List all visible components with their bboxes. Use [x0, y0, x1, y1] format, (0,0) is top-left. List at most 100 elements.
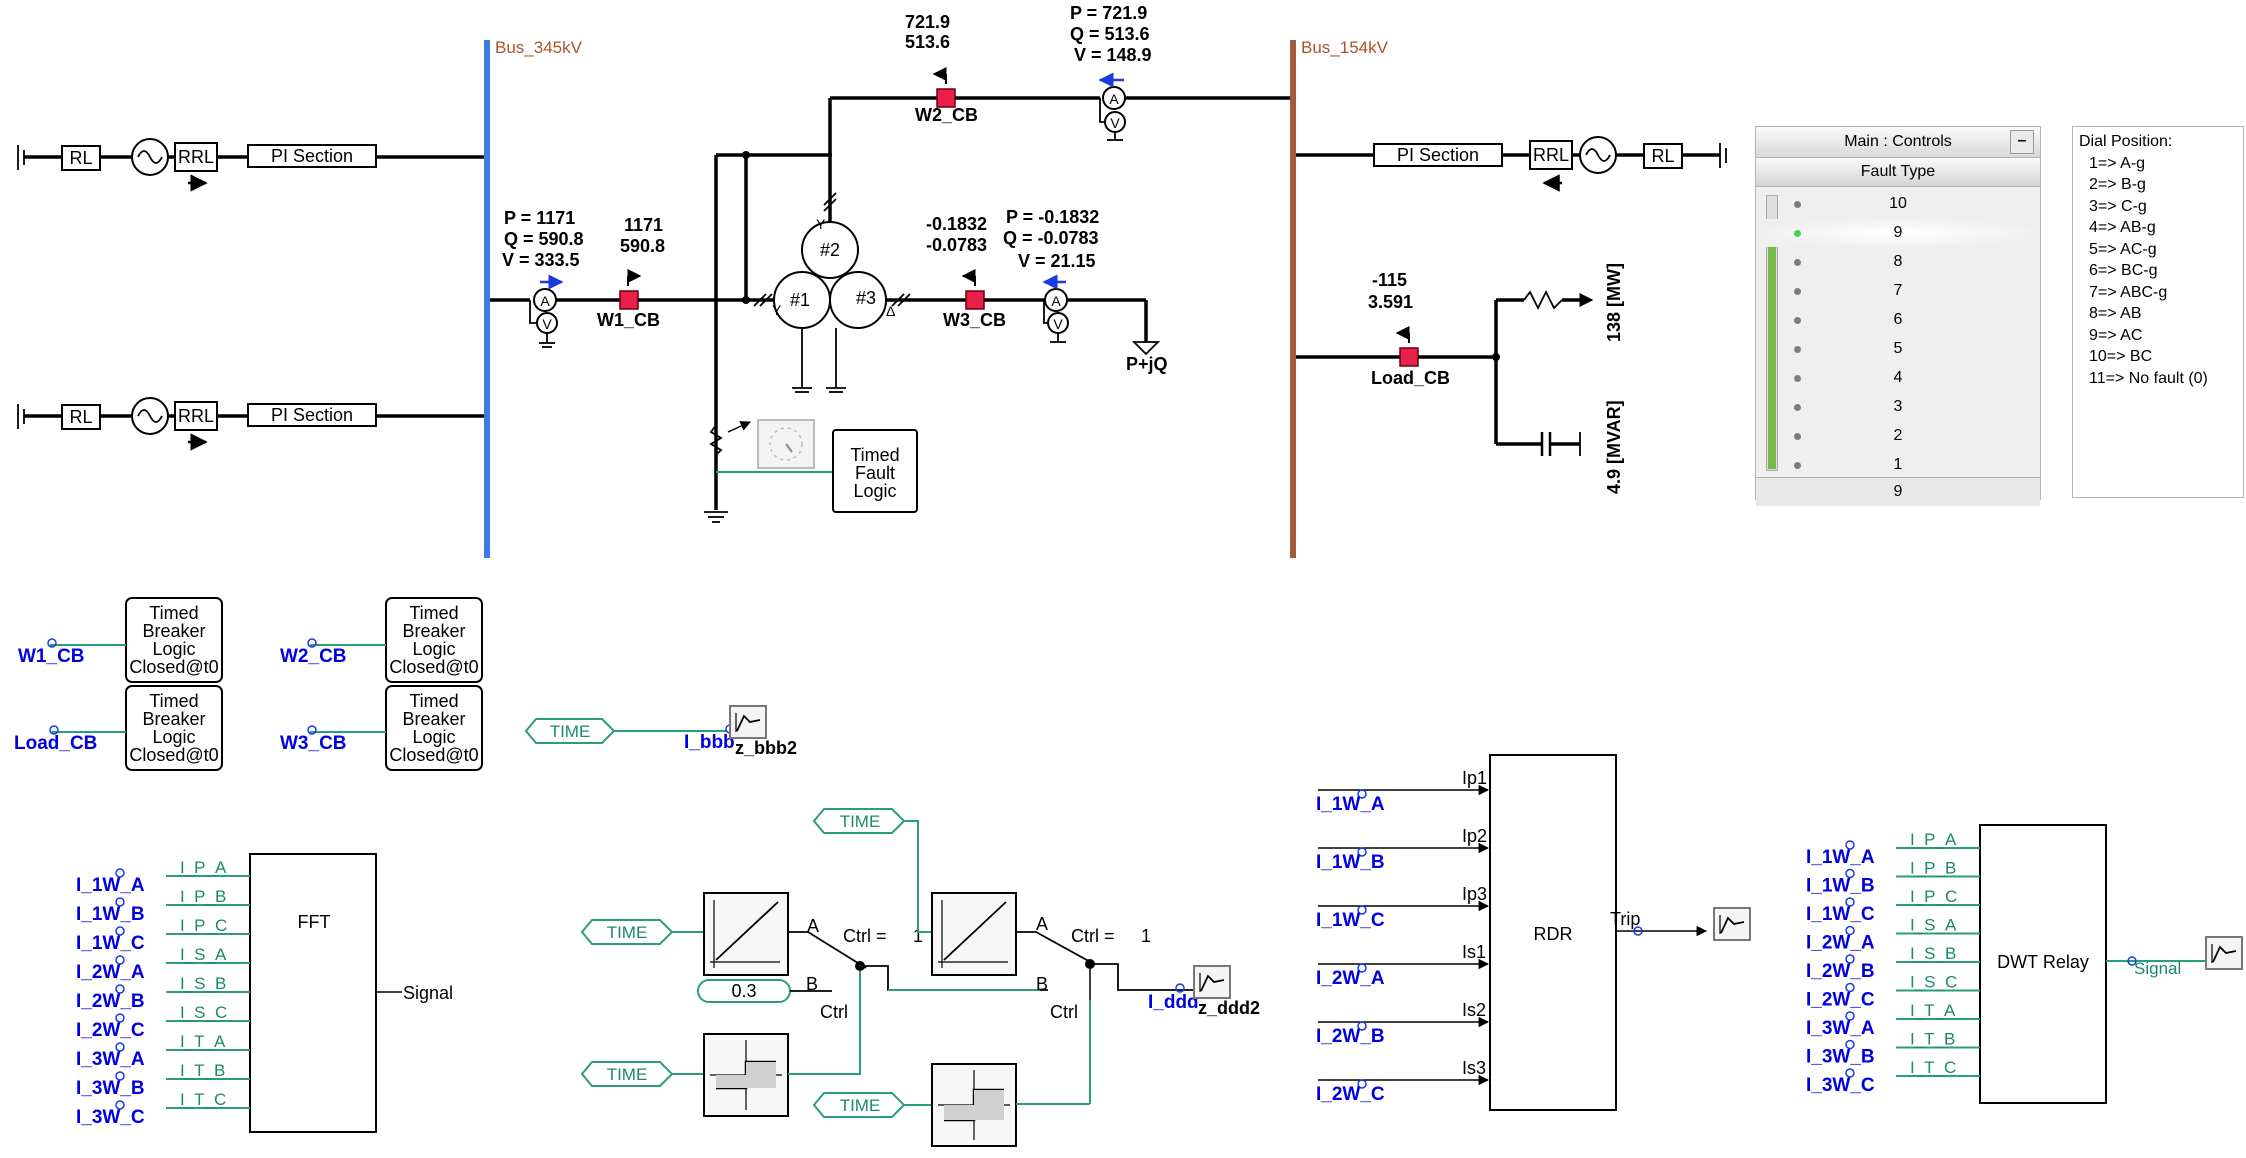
dial-position-dot — [1794, 230, 1801, 237]
breaker-logic-w2[interactable]: Timed Breaker Logic Closed@t0 W2_CB — [280, 597, 483, 683]
meter-3[interactable]: A V — [1042, 274, 1069, 343]
dial-position[interactable]: 7 — [1756, 277, 2040, 305]
fft-rows-wire: I_P_C — [180, 916, 227, 935]
fft-rows-wire: I_T_A — [180, 1032, 226, 1051]
svg-text:Breaker: Breaker — [402, 621, 465, 641]
legend-item: 2=> B-g — [2089, 176, 2146, 193]
legend-item: 3=> C-g — [2089, 197, 2147, 215]
switch-2-one: 1 — [1141, 926, 1151, 946]
meter-1-q: Q = 590.8 — [504, 229, 584, 249]
dial-position[interactable]: 4 — [1756, 364, 2040, 392]
source-1[interactable]: RL RRL PI Section — [17, 138, 484, 192]
legend-item: 10=> BC — [2089, 348, 2153, 365]
meter-1[interactable]: A V — [529, 274, 564, 348]
dial-position[interactable]: 8 — [1756, 248, 2040, 276]
switch-1-b: B — [806, 974, 818, 994]
rdr-input: I_1W_A — [1316, 794, 1385, 815]
switch-1-one: 1 — [913, 926, 923, 946]
meter-2[interactable]: A V — [1098, 72, 1126, 141]
w3-breaker[interactable] — [965, 290, 985, 310]
load-breaker[interactable] — [1399, 347, 1419, 367]
svg-text:Closed@t0: Closed@t0 — [129, 745, 218, 765]
source-1-rl: RL — [69, 148, 92, 168]
graph-probe-trip[interactable] — [1713, 907, 1751, 941]
meter-3-q: Q = -0.0783 — [1003, 228, 1099, 248]
dial-position[interactable]: 3 — [1756, 393, 2040, 421]
dwt-rows-input: I_3W_C — [1806, 1075, 1875, 1096]
fault-element[interactable] — [709, 419, 832, 473]
dial-position[interactable]: 10 — [1756, 190, 2040, 218]
fft-block[interactable] — [249, 853, 377, 1133]
bus-345kv[interactable] — [484, 40, 490, 558]
step-function-1[interactable] — [703, 1033, 789, 1117]
ramp-function-1[interactable] — [703, 892, 789, 976]
dial-value: 9 — [1756, 477, 2040, 506]
meter-2-p: P = 721.9 — [1070, 3, 1147, 23]
dwt-rows-wire: I_T_A — [1910, 1001, 1956, 1020]
bus-345kv-label: Bus_345kV — [495, 38, 583, 57]
load-resistor[interactable] — [1523, 289, 1563, 311]
timed-fault-logic[interactable] — [832, 429, 918, 513]
breaker-logic-load[interactable]: Timed Breaker Logic Closed@t0 Load_CB — [14, 685, 223, 771]
dial-position[interactable]: 2 — [1756, 422, 2040, 450]
meter-1b-q: 590.8 — [620, 236, 665, 256]
fft-output: Signal — [403, 983, 453, 1003]
time-source-1[interactable]: TIME — [524, 718, 616, 744]
rdr-port: Ip3 — [1462, 884, 1487, 904]
meter-1-v-reading: V = 333.5 — [502, 250, 580, 270]
time-source-3[interactable]: TIME — [580, 1061, 674, 1087]
fault-logic-line1: Timed — [850, 445, 899, 465]
pq-load[interactable] — [1131, 341, 1161, 356]
rdr-input: I_2W_B — [1316, 1026, 1385, 1047]
dwt-rows-input: I_3W_A — [1806, 1018, 1875, 1039]
svg-text:Logic: Logic — [412, 727, 455, 747]
rdr-block[interactable] — [1489, 754, 1617, 1111]
w1-breaker-label: W1_CB — [597, 310, 660, 330]
time-source-5[interactable]: TIME — [812, 1092, 906, 1118]
meter-2b-p: 721.9 — [905, 12, 950, 32]
source-3[interactable]: PI Section RRL RL — [1296, 136, 1727, 192]
dial-position-dot — [1794, 346, 1801, 353]
three-winding-transformer[interactable]: #2 #1 #3 Y Y Δ — [753, 192, 911, 393]
dial-position[interactable]: 9 — [1756, 219, 2040, 247]
fft-rows-input: I_1W_B — [76, 904, 145, 925]
dwt-rows-wire: I_S_A — [1910, 916, 1957, 935]
dwt-relay-block[interactable] — [1979, 824, 2107, 1104]
source-1-pi: PI Section — [271, 146, 353, 166]
graph-probe-bbb[interactable] — [729, 705, 767, 739]
legend-item: 9=> AC — [2089, 326, 2143, 344]
w1-breaker[interactable] — [619, 290, 639, 310]
load-mw-label: 138 [MW] — [1604, 263, 1624, 342]
breaker-logic-w3[interactable]: Timed Breaker Logic Closed@t0 W3_CB — [280, 685, 483, 771]
meter-1-a: A — [540, 293, 550, 309]
ramp-function-2[interactable] — [931, 892, 1017, 976]
rdr-port: Is1 — [1462, 942, 1486, 962]
dial-position[interactable]: 5 — [1756, 335, 2040, 363]
time-source-4[interactable]: TIME — [812, 808, 906, 834]
graph-probe-ddd[interactable] — [1193, 965, 1231, 999]
rdr-output: Trip — [1610, 909, 1640, 929]
fft-rows-input: I_3W_C — [76, 1107, 145, 1128]
svg-text:TIME: TIME — [607, 1065, 648, 1084]
step-function-2[interactable] — [931, 1063, 1017, 1147]
meter-1-p: P = 1171 — [504, 208, 575, 228]
svg-text:Logic: Logic — [152, 727, 195, 747]
constant-0-3[interactable]: 0.3 — [697, 979, 791, 1003]
source-2[interactable]: RL RRL PI Section — [17, 397, 484, 451]
dial-position-dot — [1794, 404, 1801, 411]
dial-position-label: 9 — [1893, 224, 1903, 241]
dial-position[interactable]: 1 — [1756, 451, 2040, 479]
dial-position-label: 6 — [1893, 311, 1903, 328]
time-source-2[interactable]: TIME — [580, 919, 674, 945]
dwt-rows-input: I_1W_A — [1806, 847, 1875, 868]
graph-probe-dwt[interactable] — [2205, 936, 2243, 970]
meter-3b-q: -0.0783 — [926, 235, 987, 255]
breaker-logic-w1[interactable]: Timed Breaker Logic Closed@t0 W1_CB — [18, 597, 223, 683]
meter-2-v-reading: V = 148.9 — [1074, 45, 1152, 65]
minimize-button[interactable]: – — [2010, 130, 2034, 154]
dial-position[interactable]: 6 — [1756, 306, 2040, 334]
legend-item: 8=> AB — [2089, 305, 2142, 322]
bus-154kv[interactable] — [1290, 40, 1296, 558]
